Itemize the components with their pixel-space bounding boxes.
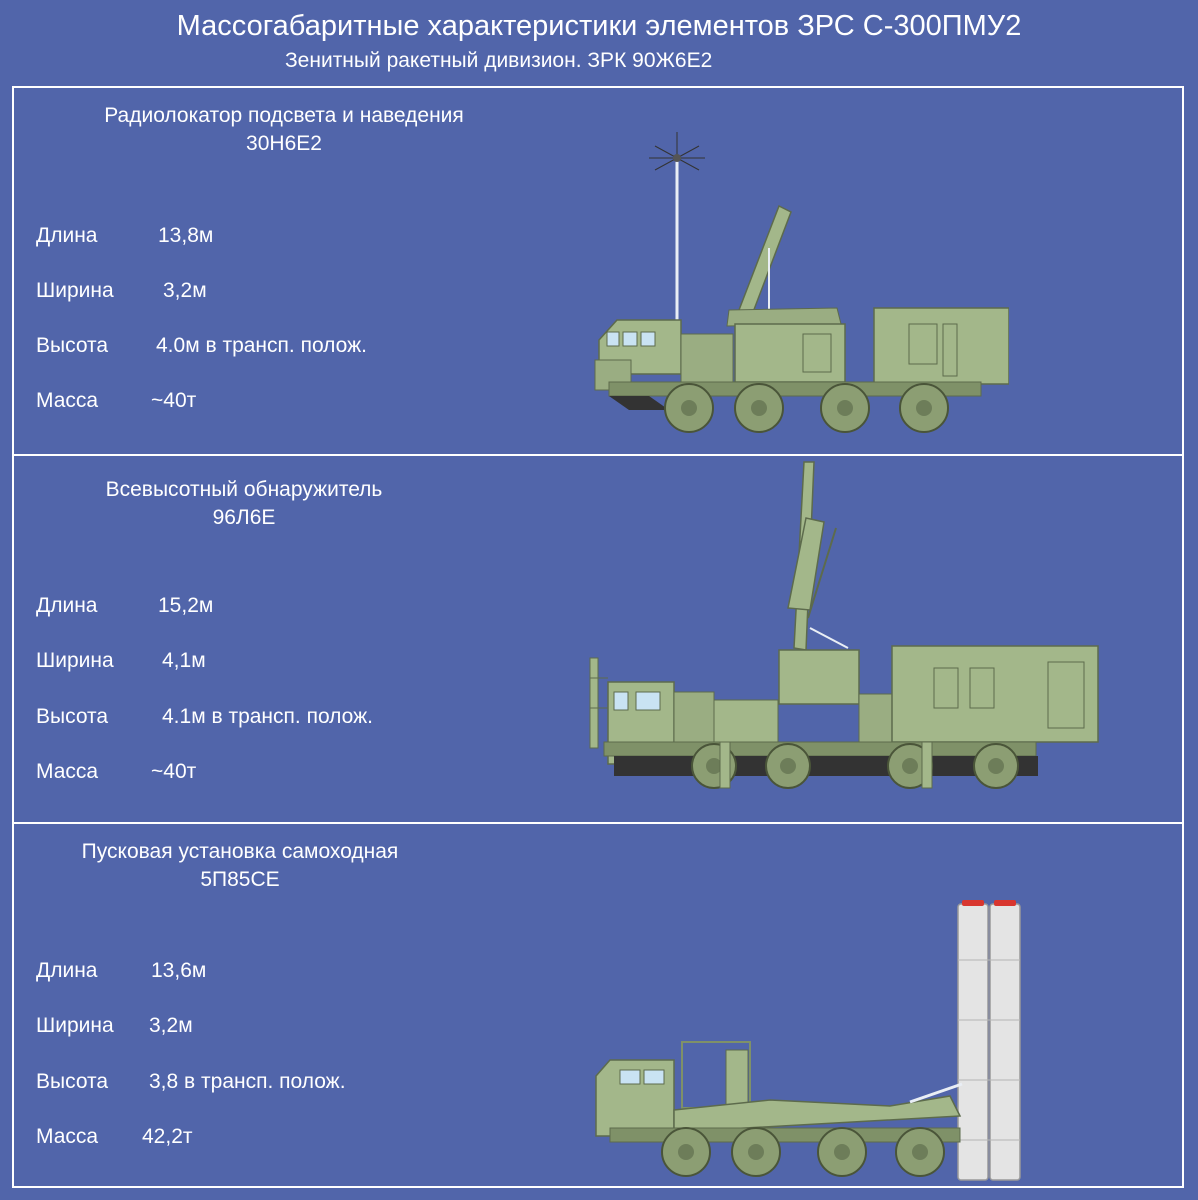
panel-divider — [14, 454, 1182, 456]
spec-value: 3,2м — [149, 1014, 193, 1037]
panel-divider — [14, 822, 1182, 824]
spec-label: Длина — [36, 594, 98, 617]
spec-label: Масса — [36, 1125, 99, 1148]
spec-value: 42,2т — [142, 1125, 193, 1148]
panel-radar-30n6e2: Радиолокатор подсвета и наведения 30Н6Е2… — [14, 88, 1182, 454]
spec-label: Масса — [36, 760, 99, 783]
page-title: Массогабаритные характеристики элементов… — [176, 10, 1022, 42]
panel-title-line2: 5П85СЕ — [200, 868, 280, 891]
content-frame: Радиолокатор подсвета и наведения 30Н6Е2… — [12, 86, 1184, 1188]
panel-detector-96l6e: Всевысотный обнаружитель 96Л6Е Длина 15,… — [14, 456, 1182, 822]
spec-label: Ширина — [36, 1014, 114, 1037]
spec-value: 15,2м — [158, 594, 214, 617]
spec-label: Масса — [36, 389, 99, 412]
spec-value: 4.0м в трансп. полож. — [156, 334, 367, 357]
spec-label: Высота — [36, 1070, 109, 1093]
spec-value: 4.1м в трансп. полож. — [162, 705, 373, 728]
spec-label: Ширина — [36, 649, 114, 672]
panel-launcher-5p85se: Пусковая установка самоходная 5П85СЕ Дли… — [14, 824, 1182, 1186]
spec-value: 3,2м — [163, 279, 207, 302]
panel-title-line2: 96Л6Е — [212, 506, 276, 529]
radar-truck-icon — [594, 132, 1009, 433]
spec-label: Длина — [36, 224, 98, 247]
spec-label: Ширина — [36, 279, 114, 302]
panel-title-line2: 30Н6Е2 — [246, 132, 322, 155]
spec-label: Высота — [36, 705, 109, 728]
detector-truck-icon — [589, 461, 1099, 789]
panel-title-line1: Радиолокатор подсвета и наведения — [104, 104, 464, 127]
spec-value: ~40т — [151, 760, 197, 783]
spec-label: Длина — [36, 959, 98, 982]
spec-value: 4,1м — [162, 649, 206, 672]
spec-value: ~40т — [151, 389, 197, 412]
launcher-truck-icon — [595, 900, 1021, 1181]
spec-value: 3,8 в трансп. полож. — [149, 1070, 346, 1093]
page-subtitle: Зенитный ракетный дивизион. ЗРК 90Ж6Е2 — [285, 49, 713, 72]
spec-value: 13,8м — [158, 224, 214, 247]
panel-title-line1: Пусковая установка самоходная — [81, 840, 399, 863]
panel-title-line1: Всевысотный обнаружитель — [105, 478, 383, 501]
spec-label: Высота — [36, 334, 109, 357]
spec-value: 13,6м — [151, 959, 207, 982]
